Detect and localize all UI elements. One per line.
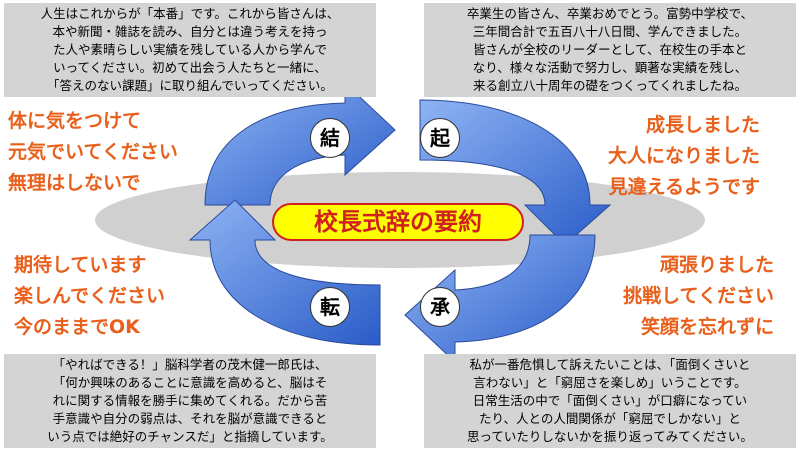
arrow-top-right (419, 99, 612, 246)
message-line: 見違えるようです (608, 176, 760, 198)
message-line: 頑張りました (659, 254, 774, 276)
box-line: 私が一番危惧して訴えたいことは、「面倒くさいと (469, 357, 751, 372)
box-line: 卒業生の皆さん、卒業おめでとう。富勢中学校で、 (466, 6, 754, 21)
text-box-bottom-left: 「やればできる！」脳科学者の茂木健一郎氏は、「何か興味のあることに意識を高めると… (4, 354, 376, 448)
box-line: 三年間合計で五百八十八日間、学んできました。 (472, 24, 748, 39)
message-line: 体に気をつけて (8, 110, 142, 132)
box-line: 「何か興味のあることに意識を高めると、脳はそ (52, 375, 328, 390)
message-line: 楽しんでください (14, 285, 166, 307)
box-line: 言わない」と「窮屈さを楽しめ」いうことです。 (473, 375, 747, 390)
message-left-bottom: 期待しています楽しんでください今のままでOK (14, 250, 165, 343)
circle-ki: 起 (420, 118, 460, 158)
box-line: 皆さんが全校のリーダーとして、在校生の手本と (472, 42, 747, 57)
message-left-top: 体に気をつけて元気でいてください無理はしないで (8, 106, 178, 199)
box-line: た人や素晴らしい実績を残している人から学んで (52, 42, 327, 57)
circle-ketsu: 結 (310, 118, 350, 158)
arrow-bottom-right (404, 234, 596, 364)
message-line: 大人になりました (607, 145, 760, 167)
box-line: 本や新聞・雑誌を読み、自分とは違う考えを持っ (52, 24, 328, 39)
box-line: 人生はこれからが「本番」です。これから皆さんは、 (40, 6, 340, 21)
message-line: 成長しました (645, 114, 760, 136)
diagram-title: 校長式辞の要約 (272, 203, 524, 241)
box-line: なり、様々な活動で努力し、顕著な実績を残し、 (472, 60, 748, 75)
text-box-bottom-right: 私が一番危惧して訴えたいことは、「面倒くさいと言わない」と「窮屈さを楽しめ」いう… (424, 354, 796, 448)
text-box-top-right: 卒業生の皆さん、卒業おめでとう。富勢中学校で、三年間合計で五百八十八日間、学んで… (424, 3, 796, 97)
message-right-bottom: 頑張りました挑戦してください笑顔を忘れずに (623, 250, 774, 343)
text-box-top-left: 人生はこれからが「本番」です。これから皆さんは、本や新聞・雑誌を読み、自分とは違… (4, 3, 376, 97)
message-line: 挑戦してください (623, 285, 774, 307)
box-line: 「答えのない課題」に取り組んでいってください。 (47, 78, 333, 93)
box-line: 思っていたりしないかを振り返ってみてください。 (467, 429, 753, 444)
box-line: いってください。初めて出会う人たちと一緒に、 (53, 60, 327, 75)
box-line: 手意識や自分の弱点は、それを脳が意識できると (52, 411, 328, 426)
circle-sho: 承 (420, 287, 460, 327)
box-line: いう点では絶好のチャンスだ」と指摘しています。 (47, 429, 333, 444)
box-line: れに関する情報を勝手に集めてくれる。だから苦 (52, 393, 328, 408)
message-line: 元気でいてください (8, 141, 178, 163)
box-line: 「やればできる！」脳科学者の茂木健一郎氏は、 (52, 357, 328, 372)
message-line: 無理はしないで (8, 172, 141, 194)
box-line: 来る創立八十周年の礎をつくってくれましたね。 (472, 78, 747, 93)
message-line: 期待しています (14, 254, 147, 276)
circle-ten: 転 (310, 287, 350, 327)
box-line: たり、人との人間関係が「窮屈でしかない」と (479, 411, 741, 426)
message-line: 今のままでOK (14, 316, 140, 338)
box-line: 日常生活の中で「面倒くさい」が口癖になってい (472, 393, 748, 408)
message-line: 笑顔を忘れずに (640, 316, 774, 338)
message-right-top: 成長しました大人になりました見違えるようです (608, 110, 760, 203)
